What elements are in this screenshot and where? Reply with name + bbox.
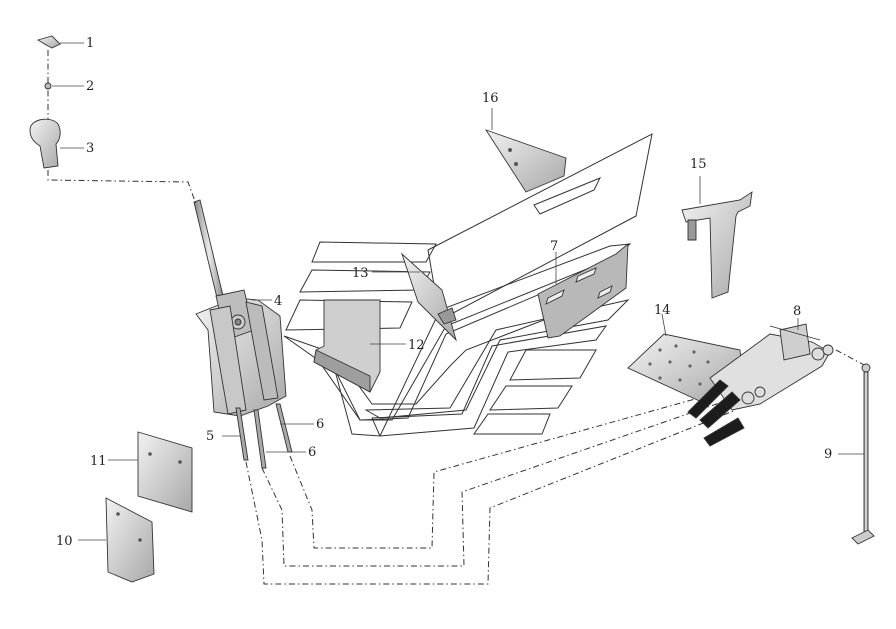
callout-6-lower: 6 — [308, 445, 316, 460]
part-10-bracket — [78, 497, 155, 583]
part-15-bracket — [681, 176, 753, 299]
part-2-nut — [44, 50, 84, 120]
callout-7: 7 — [550, 239, 558, 254]
callout-15: 15 — [690, 157, 707, 172]
callout-10: 10 — [56, 534, 73, 549]
callout-13: 13 — [352, 266, 369, 281]
callout-12: 12 — [408, 338, 425, 353]
part-12-bracket — [313, 299, 406, 393]
part-4-shift-lever-assembly — [193, 199, 287, 417]
callout-labels: 1 2 3 4 5 6 6 7 8 9 10 11 12 13 14 15 16 — [56, 36, 832, 549]
callout-16: 16 — [482, 91, 499, 106]
part-13-plate — [372, 252, 457, 342]
callout-2: 2 — [86, 79, 94, 94]
callout-9: 9 — [824, 447, 832, 462]
callout-1: 1 — [86, 36, 94, 51]
callout-11: 11 — [90, 454, 107, 469]
callout-8: 8 — [793, 304, 801, 319]
part-1-cap — [36, 35, 84, 49]
callout-3: 3 — [86, 141, 94, 156]
callout-5: 5 — [206, 429, 214, 444]
part-9-rod — [838, 363, 875, 545]
callout-14: 14 — [654, 303, 671, 318]
part-16-triangle-plate — [484, 108, 567, 193]
part-7-slotted-plate — [537, 243, 629, 339]
part-3-gear-knob — [29, 118, 84, 169]
part-11-plate — [108, 431, 193, 513]
part-5-6-rods — [222, 403, 314, 469]
assembly-guide-lines — [47, 170, 737, 585]
part-8-selector-mechanism — [687, 318, 867, 447]
callout-6-upper: 6 — [316, 417, 324, 432]
callout-4: 4 — [274, 294, 282, 309]
